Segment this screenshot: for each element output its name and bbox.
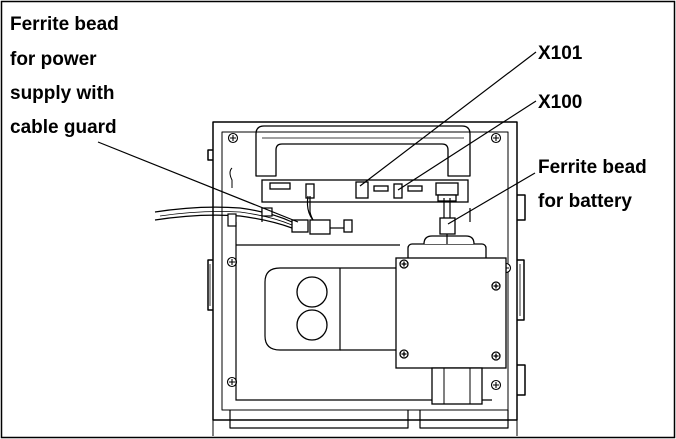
screw-icon [490,379,502,391]
label-x101: X101 [538,43,583,64]
screw-icon [226,256,238,268]
x100-connector [393,183,403,199]
screw-icon [399,259,409,269]
power-ferrite-bead [291,219,353,235]
leader-ferrite-battery [447,172,536,225]
label-ferrite-power-line-3: supply with [10,83,115,104]
device-housing [207,121,526,436]
screw-icon [226,376,238,388]
label-x100: X100 [538,92,582,113]
label-ferrite-power-line-2: for power [10,49,97,70]
label-ferrite-power-line-4: cable guard [10,117,117,138]
screw-icon [227,132,239,144]
screw-icon [399,349,409,359]
screw-icon [491,351,501,361]
leader-ferrite-power [97,141,299,223]
circuit-board-strip [261,179,469,203]
screw-icon [491,281,501,291]
leader-lines [97,51,537,225]
leader-x100 [397,100,537,191]
battery-assembly [395,235,507,405]
battery-ferrite-bead [439,217,456,235]
battery-cable [443,198,451,244]
motor-discs [296,276,328,341]
leader-x101 [359,51,537,187]
label-ferrite-battery-line-1: Ferrite bead [538,157,647,178]
x101-connector [355,181,369,199]
label-ferrite-battery-line-2: for battery [538,191,632,212]
screw-icon [490,132,502,144]
label-ferrite-power-line-1: Ferrite bead [10,14,119,35]
